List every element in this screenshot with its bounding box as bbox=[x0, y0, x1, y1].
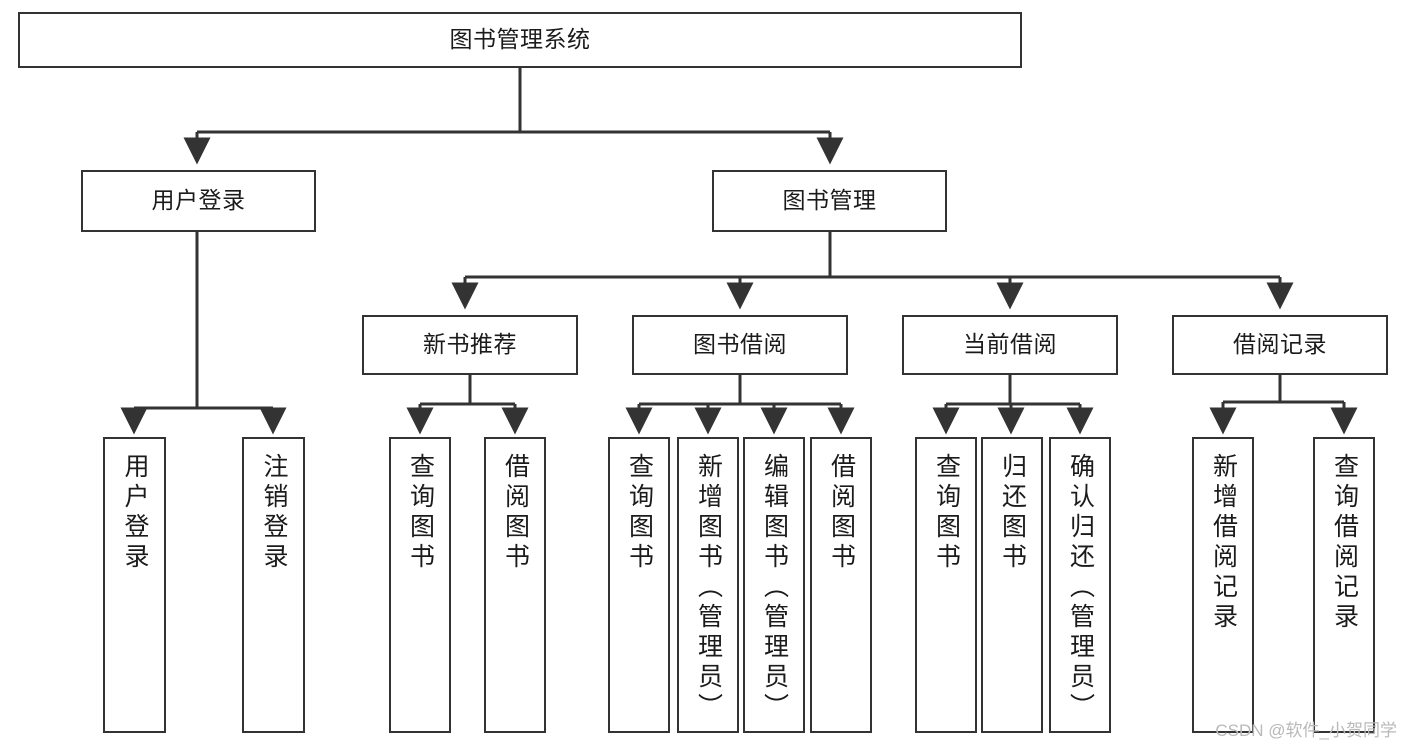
leaf-borrow-borrow-book[interactable]: 借阅图书 bbox=[810, 437, 872, 733]
node-label: 用户登录 bbox=[151, 187, 246, 214]
leaf-record-query-record[interactable]: 查询借阅记录 bbox=[1313, 437, 1375, 733]
node-book-management[interactable]: 图书管理 bbox=[712, 170, 947, 232]
node-label: 编辑图书（管理员） bbox=[760, 453, 789, 723]
node-new-book-recommend[interactable]: 新书推荐 bbox=[362, 315, 578, 375]
node-label: 借阅图书 bbox=[827, 453, 856, 573]
node-book-borrow[interactable]: 图书借阅 bbox=[632, 315, 848, 375]
node-label: 借阅记录 bbox=[1233, 331, 1327, 358]
leaf-borrow-edit-book-admin[interactable]: 编辑图书（管理员） bbox=[743, 437, 805, 733]
leaf-recommend-query-book[interactable]: 查询图书 bbox=[389, 437, 451, 733]
node-label: 借阅图书 bbox=[501, 453, 530, 573]
leaf-current-return-book[interactable]: 归还图书 bbox=[981, 437, 1043, 733]
node-root-system[interactable]: 图书管理系统 bbox=[18, 12, 1022, 68]
node-label: 新增图书（管理员） bbox=[694, 453, 723, 723]
node-borrow-record[interactable]: 借阅记录 bbox=[1172, 315, 1388, 375]
node-label: 图书管理 bbox=[782, 187, 877, 214]
node-label: 当前借阅 bbox=[963, 331, 1057, 358]
node-label: 用户登录 bbox=[121, 453, 149, 573]
node-current-borrow[interactable]: 当前借阅 bbox=[902, 315, 1118, 375]
leaf-record-add-record[interactable]: 新增借阅记录 bbox=[1192, 437, 1254, 733]
leaf-borrow-add-book-admin[interactable]: 新增图书（管理员） bbox=[677, 437, 739, 733]
watermark-text: CSDN @软件_小贺同学 bbox=[1215, 721, 1397, 740]
node-label: 查询图书 bbox=[932, 453, 961, 573]
node-label: 归还图书 bbox=[998, 453, 1027, 573]
node-label: 查询图书 bbox=[406, 453, 435, 573]
node-label: 查询图书 bbox=[625, 453, 654, 573]
node-label: 图书管理系统 bbox=[449, 26, 591, 53]
leaf-current-query-book[interactable]: 查询图书 bbox=[915, 437, 977, 733]
node-label: 新增借阅记录 bbox=[1209, 453, 1238, 633]
node-label: 确认归还（管理员） bbox=[1066, 453, 1095, 723]
leaf-recommend-borrow-book[interactable]: 借阅图书 bbox=[484, 437, 546, 733]
leaf-user-login-signin[interactable]: 用户登录 bbox=[103, 437, 166, 733]
leaf-current-confirm-return-admin[interactable]: 确认归还（管理员） bbox=[1049, 437, 1111, 733]
node-label: 注销登录 bbox=[260, 453, 288, 573]
leaf-user-login-logout[interactable]: 注销登录 bbox=[242, 437, 305, 733]
node-user-login[interactable]: 用户登录 bbox=[81, 170, 316, 232]
node-label: 图书借阅 bbox=[693, 331, 787, 358]
node-label: 新书推荐 bbox=[423, 331, 517, 358]
leaf-borrow-query-book[interactable]: 查询图书 bbox=[608, 437, 670, 733]
node-label: 查询借阅记录 bbox=[1330, 453, 1359, 633]
